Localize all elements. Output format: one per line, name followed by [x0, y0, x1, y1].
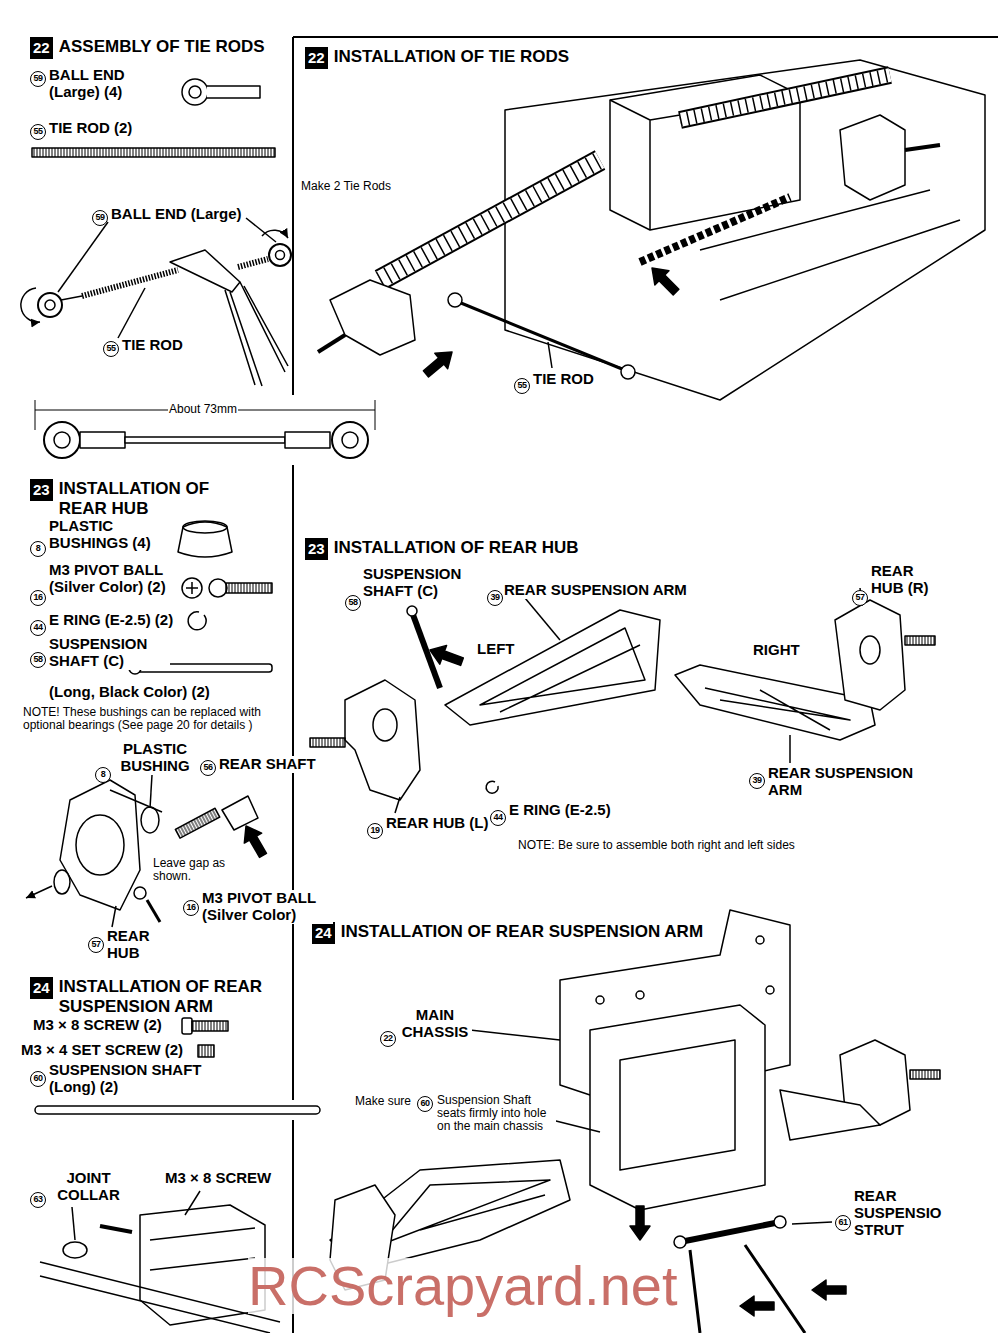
part-label: SUSPENSION SHAFT (Long) (2) — [48, 1062, 220, 1096]
part-label: REAR HUB — [106, 928, 158, 962]
callout-number: 22 — [380, 1031, 396, 1047]
part-label: M3 × 8 SCREW (2) — [32, 1017, 163, 1034]
part-label: (Long, Black Color) (2) — [48, 684, 211, 701]
part-label: M3 × 8 SCREW — [164, 1170, 272, 1187]
note-text: NOTE! These bushings can be replaced wit… — [22, 706, 292, 732]
part-label: JOINT COLLAR — [50, 1170, 127, 1204]
callout-number: 60 — [417, 1096, 433, 1112]
callout-number: 16 — [30, 590, 46, 606]
note-text: Leave gap as shown. — [152, 857, 229, 883]
step-header: 22 INSTALLATION OF TIE RODS — [305, 47, 569, 69]
part-label: REAR SUSPENSION ARM — [767, 765, 919, 799]
callout-number: 60 — [30, 1071, 46, 1087]
part-label: BALL END (Large) (4) — [48, 67, 165, 101]
part-label: SUSPENSION SHAFT (C) — [362, 566, 476, 600]
callout-number: 55 — [103, 341, 119, 357]
part-label: REAR SHAFT — [218, 756, 317, 773]
step-header: 24 INSTALLATION OF REAR SUSPENSION ARM — [312, 922, 703, 944]
step-number: 23 — [30, 479, 53, 501]
callout-number: 57 — [88, 937, 104, 953]
callout-number: 39 — [749, 773, 765, 789]
callout-number: 8 — [95, 767, 111, 783]
watermark: RCScrapyard.net — [248, 1258, 678, 1314]
part-label: M3 × 4 SET SCREW (2) — [20, 1042, 184, 1059]
note-text: Make 2 Tie Rods — [300, 180, 392, 193]
part-label: REAR HUB (L) — [385, 815, 490, 832]
part-label: BALL END (Large) — [110, 206, 243, 223]
callout-number: 39 — [487, 590, 503, 606]
callout-number: 58 — [345, 595, 361, 611]
part-label: TIE ROD — [121, 337, 184, 354]
callout-number: 61 — [835, 1215, 851, 1231]
callout-number: 58 — [30, 652, 46, 668]
step-number: 22 — [30, 37, 53, 59]
step-number: 23 — [305, 538, 328, 560]
part-label: RIGHT — [752, 642, 801, 659]
callout-number: 44 — [490, 810, 506, 826]
part-label: LEFT — [476, 641, 516, 658]
part-label: REAR SUSPENSIO STRUT — [853, 1188, 950, 1238]
callout-number: 59 — [30, 71, 46, 87]
part-label: E RING (E-2.5) — [508, 802, 612, 819]
callout-number: 63 — [30, 1192, 46, 1208]
callout-number: 59 — [92, 210, 108, 226]
note-text: About 73mm — [168, 403, 238, 416]
callout-number: 55 — [514, 378, 530, 394]
step-title: ASSEMBLY OF TIE RODS — [59, 37, 265, 57]
callout-number: 19 — [367, 823, 383, 839]
note-text: Suspension Shaft seats firmly into hole … — [436, 1094, 556, 1134]
step-header: 24 INSTALLATION OF REAR SUSPENSION ARM — [30, 977, 284, 1016]
part-label: PLASTIC BUSHING — [113, 741, 197, 775]
part-label: MAIN CHASSIS — [398, 1007, 472, 1041]
note-text: Make sure — [354, 1095, 412, 1108]
callout-number: 57 — [852, 590, 868, 606]
step-title: INSTALLATION OF REAR HUB — [59, 479, 234, 518]
part-label: M3 PIVOT BALL (Silver Color) — [201, 890, 333, 924]
note-text: NOTE: Be sure to assemble both right and… — [517, 839, 796, 852]
part-label: REAR HUB (R) — [870, 563, 940, 597]
step-header: 23 INSTALLATION OF REAR HUB — [305, 538, 579, 560]
step-title: INSTALLATION OF REAR SUSPENSION ARM — [341, 922, 703, 942]
part-label: SUSPENSION SHAFT (C) — [48, 636, 170, 670]
callout-number: 44 — [30, 620, 46, 636]
callout-number: 16 — [183, 900, 199, 916]
part-label: E RING (E-2.5) (2) — [48, 612, 174, 629]
part-label: TIE ROD — [532, 371, 595, 388]
step-number: 22 — [305, 47, 328, 69]
step-number: 24 — [312, 922, 335, 944]
callout-number: 55 — [30, 124, 46, 140]
part-label: PLASTIC BUSHINGS (4) — [48, 518, 160, 552]
callout-number: 8 — [30, 541, 46, 557]
callout-number: 56 — [200, 760, 216, 776]
step-header: 23 INSTALLATION OF REAR HUB — [30, 479, 234, 518]
part-label: TIE ROD (2) — [48, 120, 133, 137]
step-title: INSTALLATION OF REAR SUSPENSION ARM — [59, 977, 284, 1016]
step-number: 24 — [30, 977, 53, 999]
part-label: M3 PIVOT BALL (Silver Color) (2) — [48, 562, 180, 596]
step-title: INSTALLATION OF REAR HUB — [334, 538, 579, 558]
step-header: 22 ASSEMBLY OF TIE RODS — [30, 37, 265, 59]
part-label: REAR SUSPENSION ARM — [503, 582, 688, 599]
step-title: INSTALLATION OF TIE RODS — [334, 47, 569, 67]
